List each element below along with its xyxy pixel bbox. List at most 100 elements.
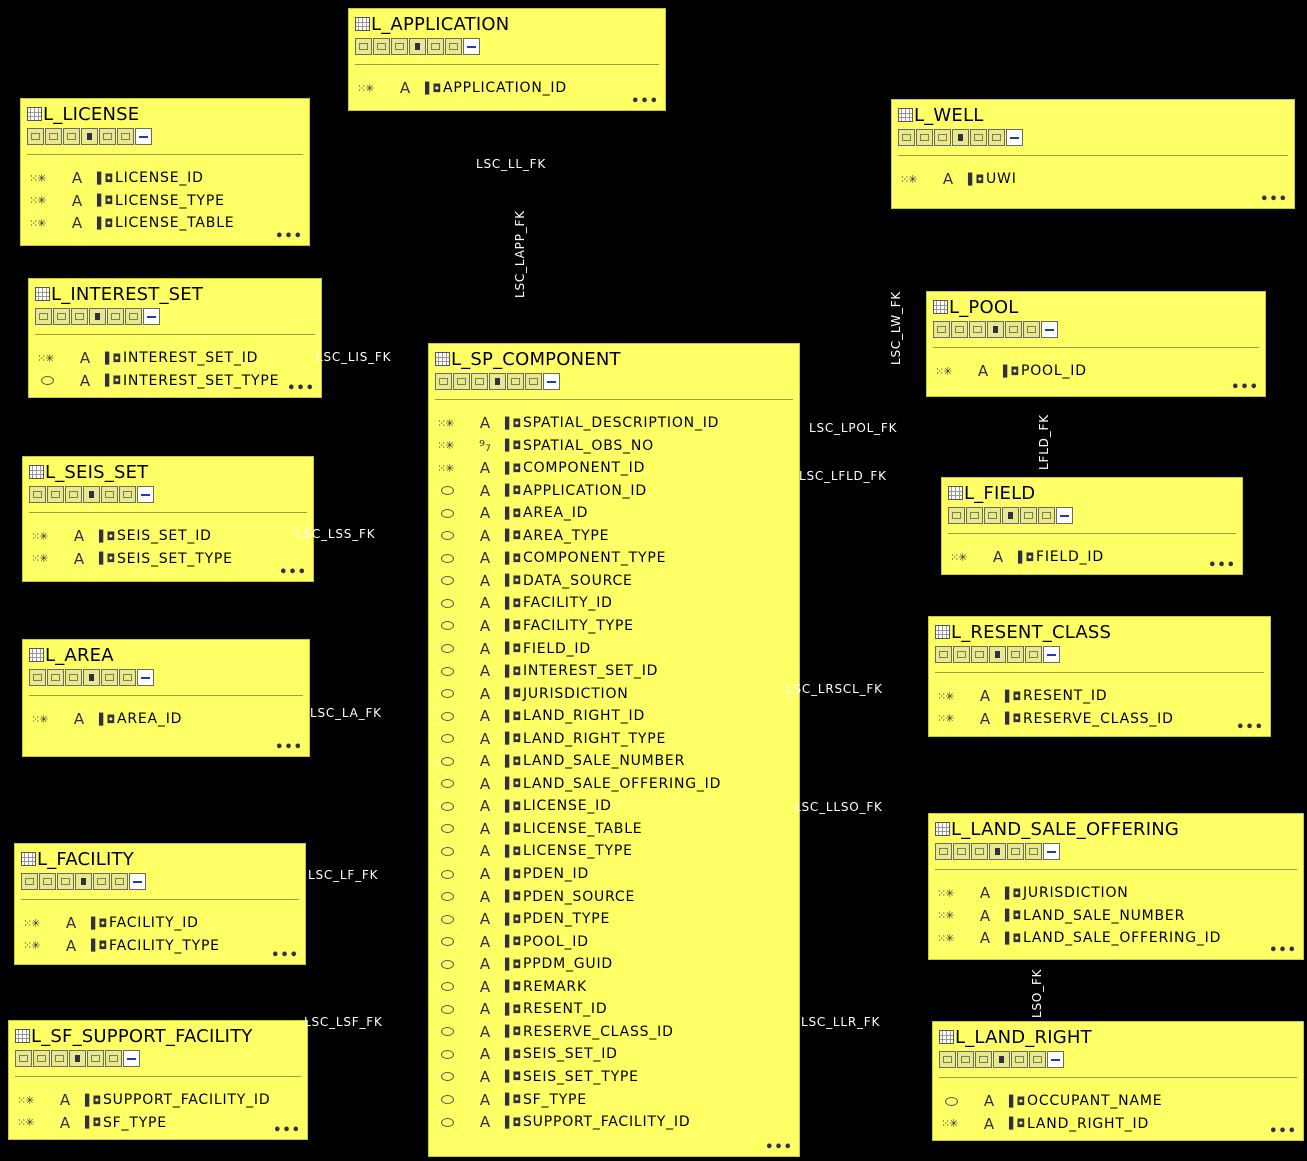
column-row[interactable]: ⁙✳A▌◘LAND_RIGHT_ID xyxy=(941,1114,1149,1134)
column-row[interactable]: A▌◘FACILITY_ID xyxy=(437,593,613,613)
key-icon[interactable] xyxy=(21,873,38,890)
key-icon[interactable] xyxy=(15,1050,32,1067)
help-icon[interactable] xyxy=(525,373,542,390)
column-row[interactable]: A▌◘PDEN_TYPE xyxy=(437,909,610,929)
column-row[interactable]: A▌◘AREA_ID xyxy=(437,503,588,523)
ellipsis-icon[interactable]: ••• xyxy=(1208,558,1236,573)
entity-l-field[interactable]: L_FIELD⁙✳A▌◘FIELD_ID••• xyxy=(941,477,1243,575)
column-row[interactable]: A▌◘JURISDICTION xyxy=(437,684,629,704)
key-icon[interactable] xyxy=(29,669,46,686)
edit-icon[interactable] xyxy=(427,38,444,55)
collapse-icon[interactable] xyxy=(1047,1051,1064,1068)
help-icon[interactable] xyxy=(125,308,142,325)
ellipsis-icon[interactable]: ••• xyxy=(631,94,659,109)
key-icon[interactable] xyxy=(948,507,965,524)
ellipsis-icon[interactable]: ••• xyxy=(1231,380,1259,395)
collapse-icon[interactable] xyxy=(1043,843,1060,860)
help-icon[interactable] xyxy=(117,128,134,145)
column-row[interactable]: A▌◘FIELD_ID xyxy=(437,639,591,659)
column-icon[interactable] xyxy=(83,486,100,503)
key-icon[interactable] xyxy=(355,38,372,55)
column-row[interactable]: ⁙✳A▌◘FACILITY_TYPE xyxy=(23,936,220,956)
column-row[interactable]: A▌◘AREA_TYPE xyxy=(437,526,609,546)
relation-icon[interactable] xyxy=(391,38,408,55)
collapse-icon[interactable] xyxy=(1041,321,1058,338)
index-icon[interactable] xyxy=(33,1050,50,1067)
key-icon[interactable] xyxy=(939,1051,956,1068)
collapse-icon[interactable] xyxy=(463,38,480,55)
entity-l-area[interactable]: L_AREA⁙✳A▌◘AREA_ID••• xyxy=(22,639,310,757)
column-icon[interactable] xyxy=(409,38,426,55)
relation-icon[interactable] xyxy=(984,507,1001,524)
help-icon[interactable] xyxy=(119,669,136,686)
column-row[interactable]: A▌◘SF_TYPE xyxy=(437,1090,587,1110)
column-row[interactable]: A▌◘REMARK xyxy=(437,977,587,997)
column-row[interactable]: ⁙✳A▌◘LAND_SALE_OFFERING_ID xyxy=(937,928,1221,948)
collapse-icon[interactable] xyxy=(137,669,154,686)
column-row[interactable]: A▌◘RESERVE_CLASS_ID xyxy=(437,1022,674,1042)
index-icon[interactable] xyxy=(53,308,70,325)
edit-icon[interactable] xyxy=(1020,507,1037,524)
column-row[interactable]: ⁙✳A▌◘SEIS_SET_TYPE xyxy=(31,549,233,569)
ellipsis-icon[interactable]: ••• xyxy=(279,565,307,580)
relation-icon[interactable] xyxy=(975,1051,992,1068)
column-row[interactable]: A▌◘LAND_RIGHT_ID xyxy=(437,706,645,726)
column-row[interactable]: ⁙✳A▌◘SEIS_SET_ID xyxy=(31,526,212,546)
entity-l-land-sale-offering[interactable]: L_LAND_SALE_OFFERING⁙✳A▌◘JURISDICTION⁙✳A… xyxy=(928,813,1304,960)
edit-icon[interactable] xyxy=(87,1050,104,1067)
column-row[interactable]: A▌◘PDEN_SOURCE xyxy=(437,887,635,907)
collapse-icon[interactable] xyxy=(1006,129,1023,146)
ellipsis-icon[interactable]: ••• xyxy=(765,1140,793,1155)
column-icon[interactable] xyxy=(489,373,506,390)
column-row[interactable]: ⁙✳A▌◘INTEREST_SET_ID xyxy=(37,348,258,368)
index-icon[interactable] xyxy=(45,128,62,145)
entity-l-facility[interactable]: L_FACILITY⁙✳A▌◘FACILITY_ID⁙✳A▌◘FACILITY_… xyxy=(14,843,306,965)
edit-icon[interactable] xyxy=(93,873,110,890)
edit-icon[interactable] xyxy=(1005,321,1022,338)
column-icon[interactable] xyxy=(989,646,1006,663)
collapse-icon[interactable] xyxy=(543,373,560,390)
relation-icon[interactable] xyxy=(57,873,74,890)
collapse-icon[interactable] xyxy=(135,128,152,145)
column-row[interactable]: A▌◘LICENSE_TABLE xyxy=(437,819,642,839)
relation-icon[interactable] xyxy=(971,646,988,663)
column-row[interactable]: ⁙✳A▌◘RESERVE_CLASS_ID xyxy=(937,709,1174,729)
column-icon[interactable] xyxy=(83,669,100,686)
column-row[interactable]: A▌◘INTEREST_SET_ID xyxy=(437,661,658,681)
ellipsis-icon[interactable]: ••• xyxy=(1236,720,1264,735)
index-icon[interactable] xyxy=(39,873,56,890)
column-row[interactable]: A▌◘APPLICATION_ID xyxy=(437,481,647,501)
ellipsis-icon[interactable]: ••• xyxy=(275,229,303,244)
column-row[interactable]: A▌◘INTEREST_SET_TYPE xyxy=(37,371,279,391)
column-row[interactable]: A▌◘LAND_SALE_NUMBER xyxy=(437,751,685,771)
column-row[interactable]: A▌◘PPDM_GUID xyxy=(437,954,613,974)
column-row[interactable]: ⁙✳A▌◘SF_TYPE xyxy=(17,1113,167,1133)
column-icon[interactable] xyxy=(75,873,92,890)
relation-icon[interactable] xyxy=(63,128,80,145)
edit-icon[interactable] xyxy=(107,308,124,325)
column-icon[interactable] xyxy=(81,128,98,145)
relation-icon[interactable] xyxy=(471,373,488,390)
column-row[interactable]: ⁙✳⁹₇▌◘SPATIAL_OBS_NO xyxy=(437,436,654,456)
help-icon[interactable] xyxy=(445,38,462,55)
column-row[interactable]: ⁙✳A▌◘SPATIAL_DESCRIPTION_ID xyxy=(437,413,719,433)
column-icon[interactable] xyxy=(987,321,1004,338)
index-icon[interactable] xyxy=(957,1051,974,1068)
column-icon[interactable] xyxy=(89,308,106,325)
key-icon[interactable] xyxy=(27,128,44,145)
ellipsis-icon[interactable]: ••• xyxy=(1269,1124,1297,1139)
edit-icon[interactable] xyxy=(507,373,524,390)
relation-icon[interactable] xyxy=(65,486,82,503)
key-icon[interactable] xyxy=(935,646,952,663)
entity-l-license[interactable]: L_LICENSE⁙✳A▌◘LICENSE_ID⁙✳A▌◘LICENSE_TYP… xyxy=(20,98,310,246)
column-row[interactable]: A▌◘LICENSE_ID xyxy=(437,796,612,816)
collapse-icon[interactable] xyxy=(137,486,154,503)
column-row[interactable]: ⁙✳A▌◘LICENSE_ID xyxy=(29,168,204,188)
column-row[interactable]: A▌◘SEIS_SET_ID xyxy=(437,1044,618,1064)
column-row[interactable]: A▌◘LICENSE_TYPE xyxy=(437,841,633,861)
entity-l-application[interactable]: L_APPLICATION⁙✳A▌◘APPLICATION_ID••• xyxy=(348,8,666,111)
column-row[interactable]: ⁙✳A▌◘JURISDICTION xyxy=(937,883,1129,903)
collapse-icon[interactable] xyxy=(1043,646,1060,663)
collapse-icon[interactable] xyxy=(1056,507,1073,524)
